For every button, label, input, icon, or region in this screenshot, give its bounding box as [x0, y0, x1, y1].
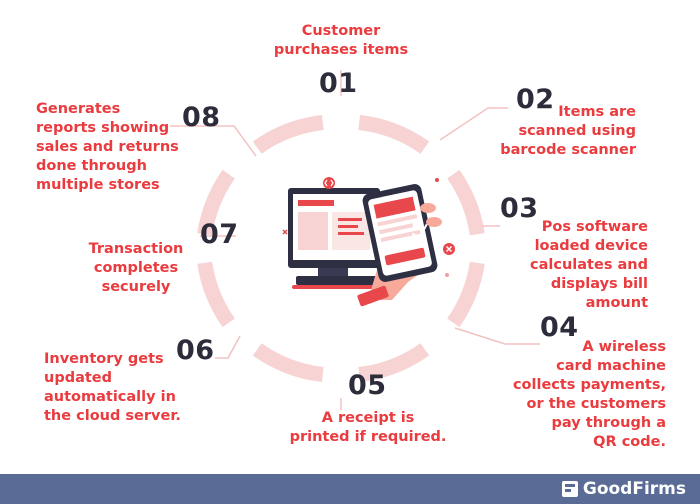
- monitor-stand: [318, 268, 348, 276]
- brand[interactable]: GoodFirms: [561, 478, 686, 500]
- connector-02: [439, 107, 508, 141]
- step-02-label: Items are scanned using barcode scanner: [500, 104, 636, 158]
- connector-04: [454, 327, 540, 345]
- ring-segment-7: [197, 169, 235, 236]
- step-03-number: 03: [500, 193, 539, 224]
- step-03-label: Pos software loaded device calculates an…: [530, 219, 648, 311]
- step-01-number: 01: [319, 68, 358, 99]
- brand-name: GoodFirms: [582, 479, 686, 499]
- footer-bar: GoodFirms: [0, 474, 700, 504]
- step-04-label: A wireless card machine collects payment…: [512, 339, 666, 450]
- pos-illustration: [282, 177, 455, 307]
- goodfirms-logo-icon: [561, 481, 578, 497]
- ring-segment-6: [197, 261, 235, 328]
- step-06-number: 06: [176, 335, 215, 366]
- sparkle-icon: [282, 229, 288, 235]
- connector-06: [215, 335, 241, 359]
- ring-segment-5: [252, 343, 324, 382]
- ring-segment-3: [447, 261, 485, 328]
- step-05-number: 05: [348, 370, 387, 401]
- step-01-label: Customer purchases items: [273, 23, 409, 58]
- step-05-label: A receipt is printed if required.: [289, 410, 447, 445]
- step-07-label: Transaction completes securely: [88, 241, 184, 295]
- sleeve: [357, 285, 389, 307]
- step-08-label: Generates reports showing sales and retu…: [36, 101, 179, 193]
- step-08-number: 08: [182, 102, 221, 133]
- step-07-number: 07: [200, 219, 239, 250]
- ring-segment-2: [447, 169, 485, 236]
- step-04-number: 04: [540, 312, 579, 343]
- ring-segment-1: [358, 115, 430, 154]
- step-06-label: Inventory gets updated automatically in …: [44, 351, 181, 424]
- monitor-base: [296, 276, 386, 285]
- ring-segment-8: [252, 115, 324, 154]
- step-02-number: 02: [516, 84, 555, 115]
- code-bracket-icon: [323, 177, 335, 189]
- connector-08: [170, 125, 257, 157]
- ring-segment-4: [358, 343, 430, 382]
